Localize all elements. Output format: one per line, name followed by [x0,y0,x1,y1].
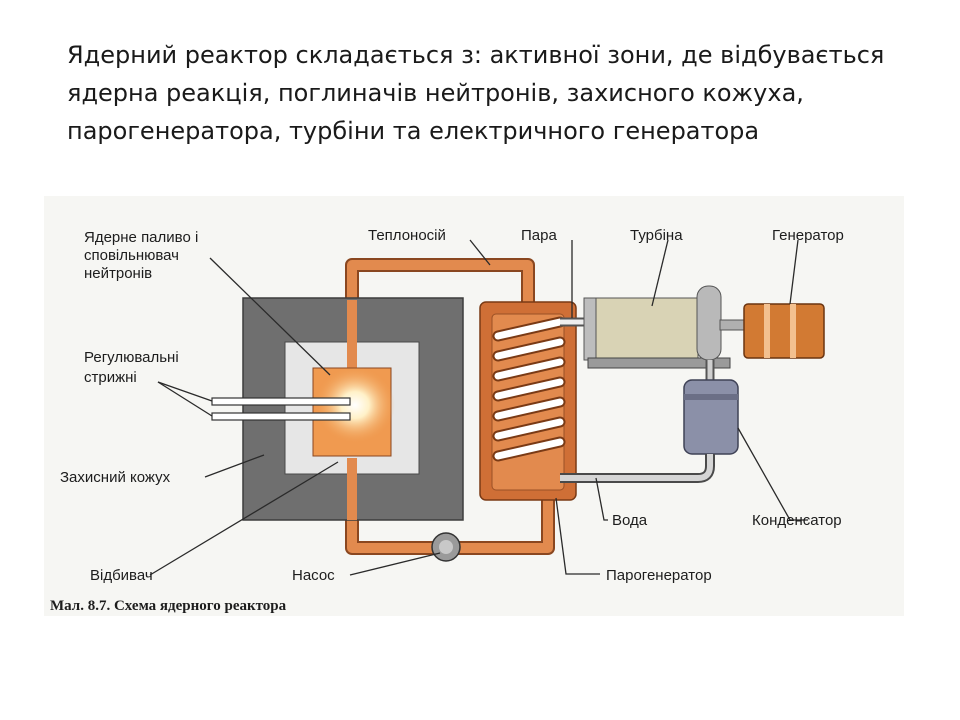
coolant-label: Теплоносій [368,227,446,244]
control-rods [211,397,351,421]
control-rods-label-line1: Регулювальні [84,349,179,366]
pump-label: Насос [292,567,335,584]
core-glow [315,367,395,443]
fuel-label-line3: нейтронів [84,265,152,282]
control-rods-label-line2: стрижні [84,369,137,386]
fuel-label-line2: сповільнювач [84,247,179,264]
generator [743,303,825,359]
steam-generator-label: Парогенератор [606,567,712,584]
slide-text: Ядерний реактор складається з: активної … [67,41,885,145]
water-label: Вода [612,512,648,529]
turbine [583,285,747,369]
steam-label: Пара [521,227,557,244]
steam-generator-coil [492,316,566,462]
condenser-label: Конденсатор [752,512,842,529]
fuel-label-line1: Ядерне паливо і [84,229,198,246]
shield-label: Захисний кожух [60,469,171,486]
generator-label: Генератор [772,227,844,244]
reflector-label: Відбивач [90,567,153,584]
label-leaders [149,239,808,576]
turbine-label: Турбіна [630,227,683,244]
figure-caption: Мал. 8.7. Схема ядерного реактора [50,598,287,614]
condenser [683,379,739,455]
